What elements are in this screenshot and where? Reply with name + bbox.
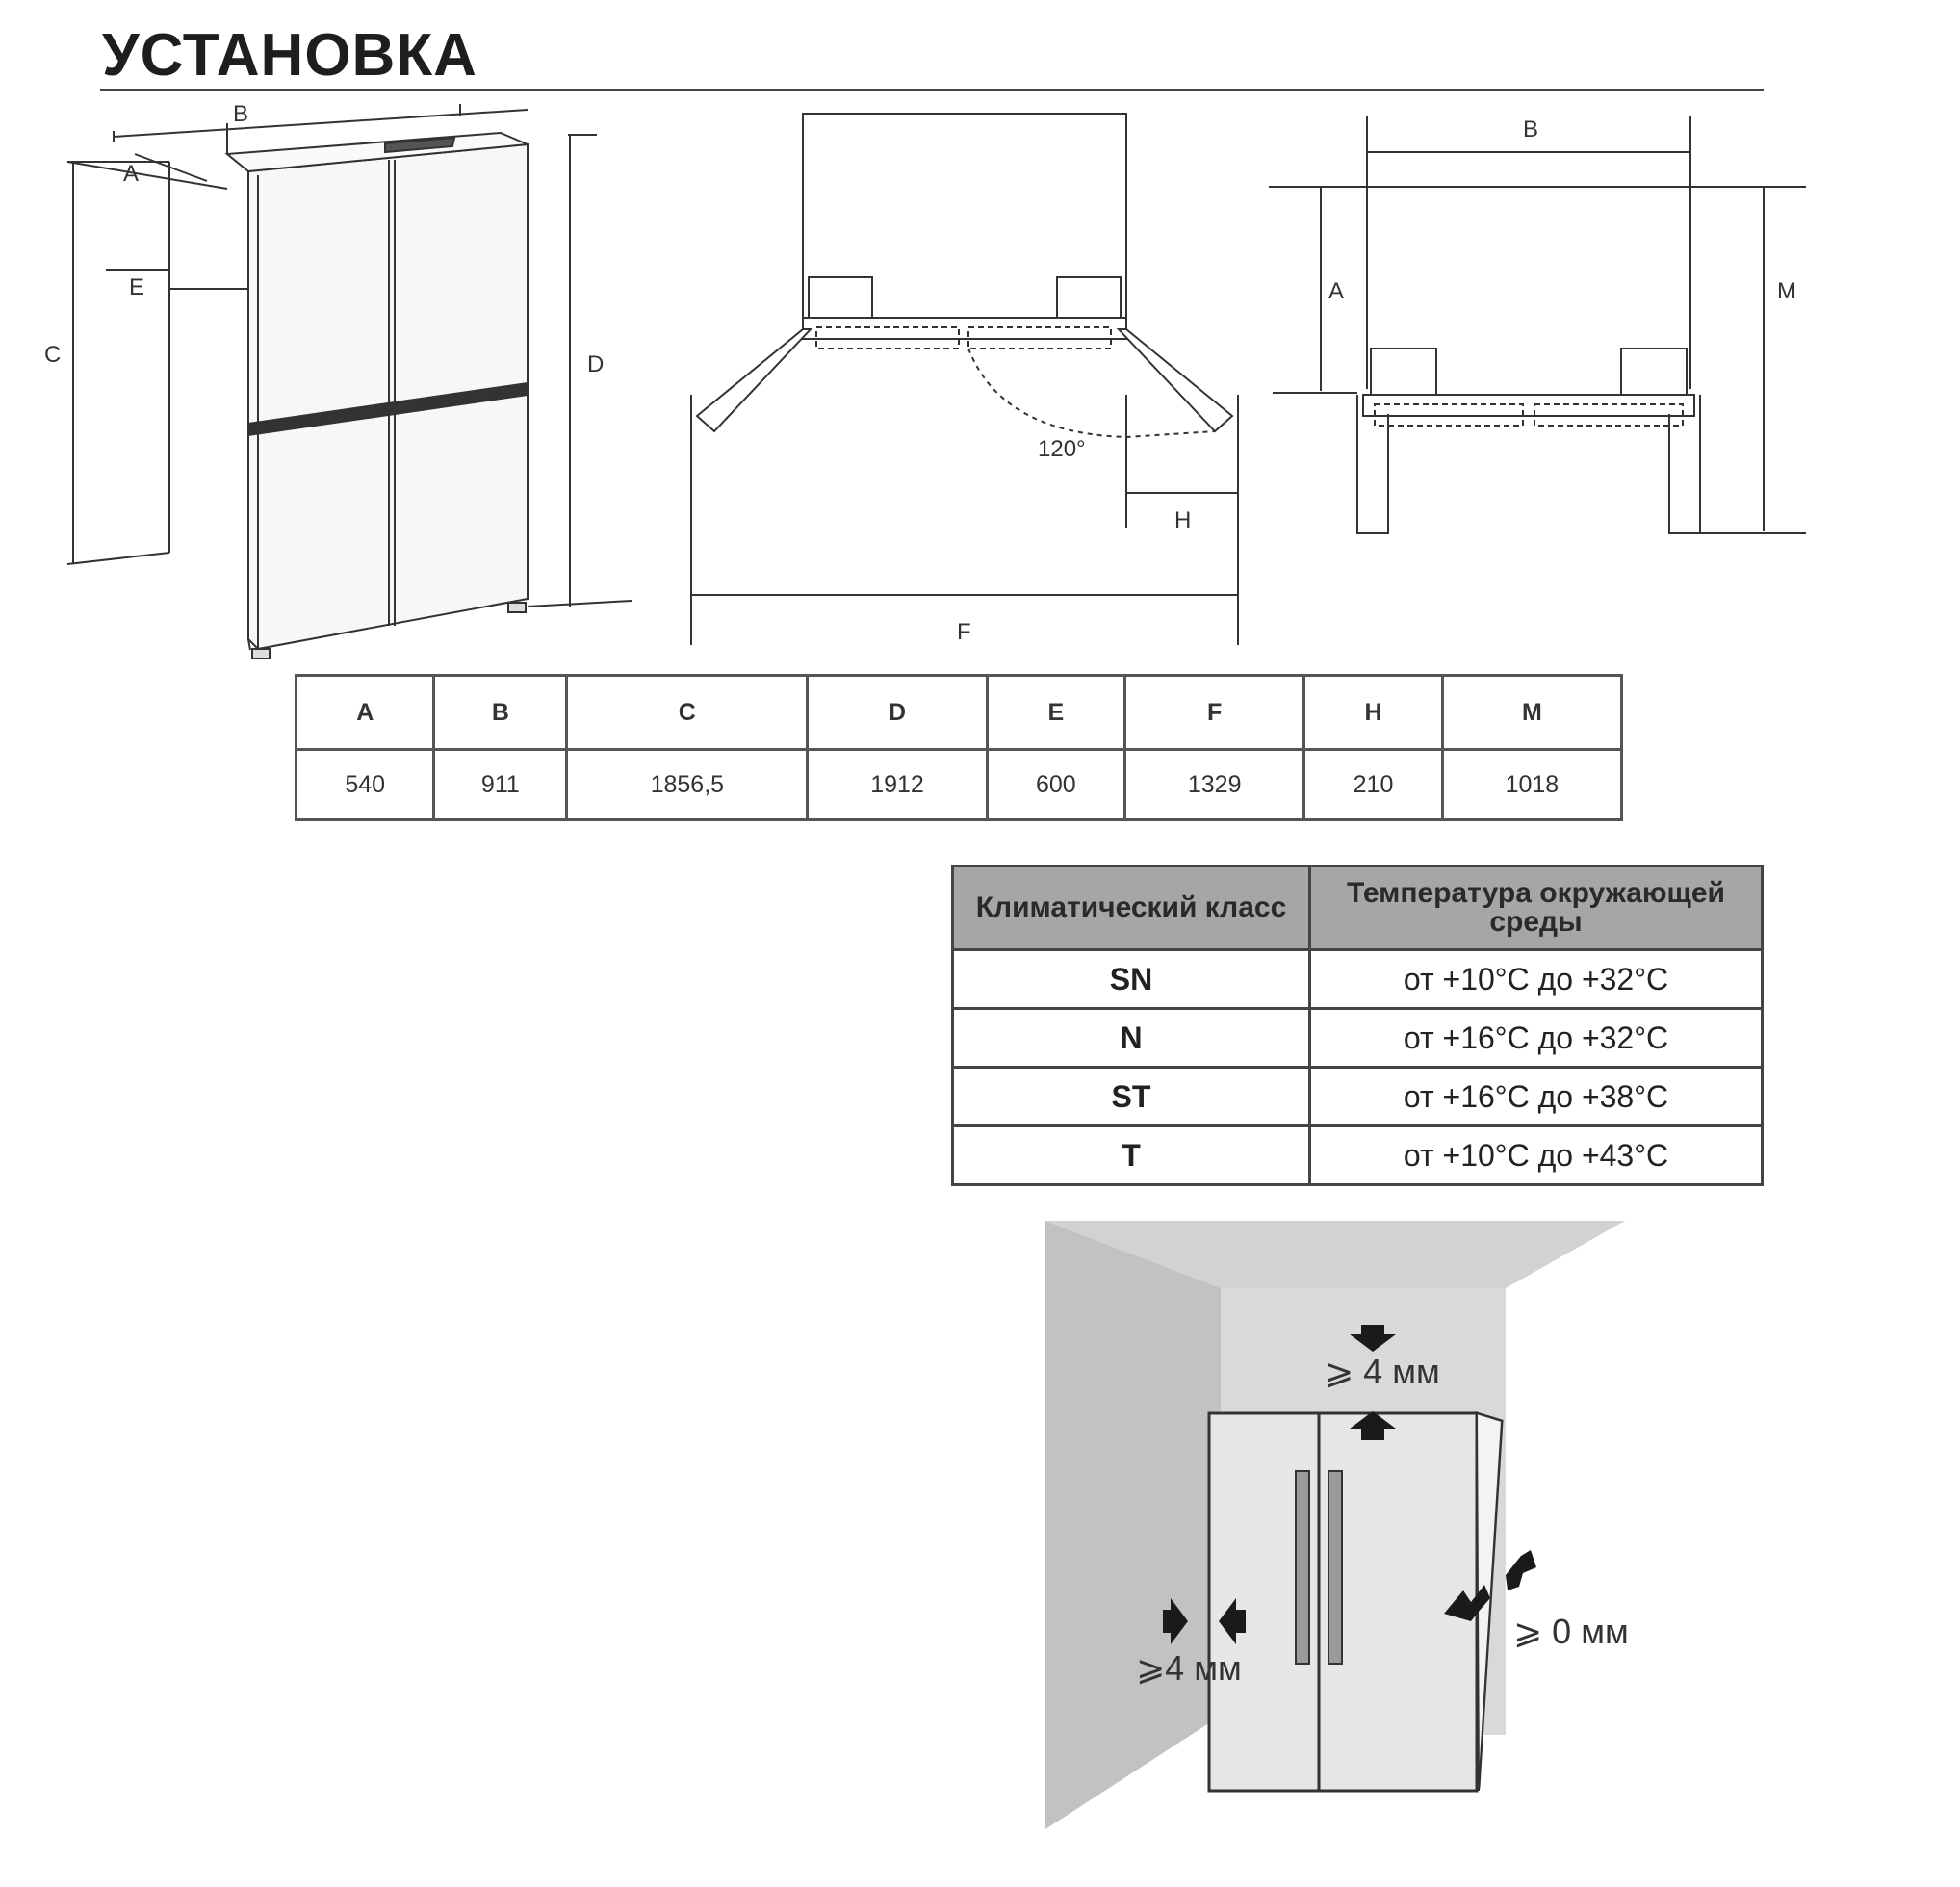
label-c: C <box>44 342 61 368</box>
value-cell: 210 <box>1302 748 1444 821</box>
label-a-niche: A <box>1328 278 1344 304</box>
door-opening-diagram <box>690 113 1239 645</box>
value-cell: 911 <box>432 748 569 821</box>
climate-class-cell: T <box>951 1124 1311 1186</box>
climate-class-cell: ST <box>951 1066 1311 1127</box>
label-f: F <box>957 619 971 645</box>
page-title: УСТАНОВКА <box>102 22 477 89</box>
label-b-niche: B <box>1523 116 1538 142</box>
climate-class-table: Климатический класс Температура окружающ… <box>951 865 1764 1186</box>
header-cell: A <box>294 674 436 751</box>
header-cell: H <box>1302 674 1444 751</box>
value-cell: 600 <box>985 748 1127 821</box>
value-cell: 1912 <box>806 748 989 821</box>
door-opening-labels: 120° H F <box>957 436 1191 645</box>
arrow-diagonal-in-icon <box>1444 1585 1490 1621</box>
header-cell: E <box>985 674 1127 751</box>
clearance-top-label: ⩾ 4 мм <box>1325 1352 1440 1391</box>
clearance-back-label: ⩾ 0 мм <box>1513 1612 1629 1651</box>
temperature-range-cell: от +16°C до +38°C <box>1308 1066 1764 1127</box>
temperature-range-cell: от +10°C до +32°C <box>1308 948 1764 1010</box>
climate-table-header: Климатический класс Температура окружающ… <box>951 865 1764 951</box>
arrow-left-icon <box>1219 1598 1246 1644</box>
value-cell: 1856,5 <box>565 748 810 821</box>
climate-row: N от +16°C до +32°C <box>951 1007 1764 1069</box>
niche-diagram <box>1269 116 1806 534</box>
climate-row: ST от +16°C до +38°C <box>951 1066 1764 1127</box>
label-h: H <box>1174 507 1191 533</box>
header-cell: D <box>806 674 989 751</box>
climate-row: SN от +10°C до +32°C <box>951 948 1764 1010</box>
fridge-isometric-diagram <box>66 104 632 659</box>
temperature-range-cell: от +10°C до +43°C <box>1308 1124 1764 1186</box>
climate-class-header: Климатический класс <box>951 865 1311 951</box>
arrow-right-icon <box>1163 1598 1188 1644</box>
title-divider <box>100 89 1764 91</box>
temperature-range-cell: от +16°C до +32°C <box>1308 1007 1764 1069</box>
header-cell: F <box>1123 674 1306 751</box>
header-cell: C <box>565 674 810 751</box>
label-m: M <box>1777 278 1796 304</box>
climate-class-cell: SN <box>951 948 1311 1010</box>
dimension-table-row: 540 911 1856,5 1912 600 1329 210 1018 <box>294 748 1624 821</box>
header-cell: B <box>432 674 569 751</box>
dimension-table: A B C D E F H M 540 911 1856,5 1912 600 … <box>294 674 1624 821</box>
angle-label: 120° <box>1038 436 1086 462</box>
temperature-header: Температура окружающей среды <box>1308 865 1764 951</box>
value-cell: 1329 <box>1123 748 1306 821</box>
value-cell: 1018 <box>1440 748 1624 821</box>
climate-row: T от +10°C до +43°C <box>951 1124 1764 1186</box>
label-b: B <box>233 101 248 127</box>
clearance-diagram <box>1045 1221 1625 1829</box>
dimension-table-header: A B C D E F H M <box>294 674 1624 751</box>
label-a: A <box>123 161 139 187</box>
header-cell: M <box>1440 674 1624 751</box>
arrow-diagonal-out-icon <box>1506 1550 1536 1590</box>
climate-class-cell: N <box>951 1007 1311 1069</box>
fridge-isometric-labels: B A E C D <box>44 101 604 377</box>
label-e: E <box>129 274 144 300</box>
value-cell: 540 <box>294 748 436 821</box>
clearance-side-label: ⩾4 мм <box>1136 1648 1242 1688</box>
arrow-down-icon <box>1350 1325 1396 1352</box>
label-d: D <box>587 351 604 377</box>
arrow-up-icon <box>1350 1411 1396 1440</box>
niche-labels: B A M <box>1328 116 1796 304</box>
